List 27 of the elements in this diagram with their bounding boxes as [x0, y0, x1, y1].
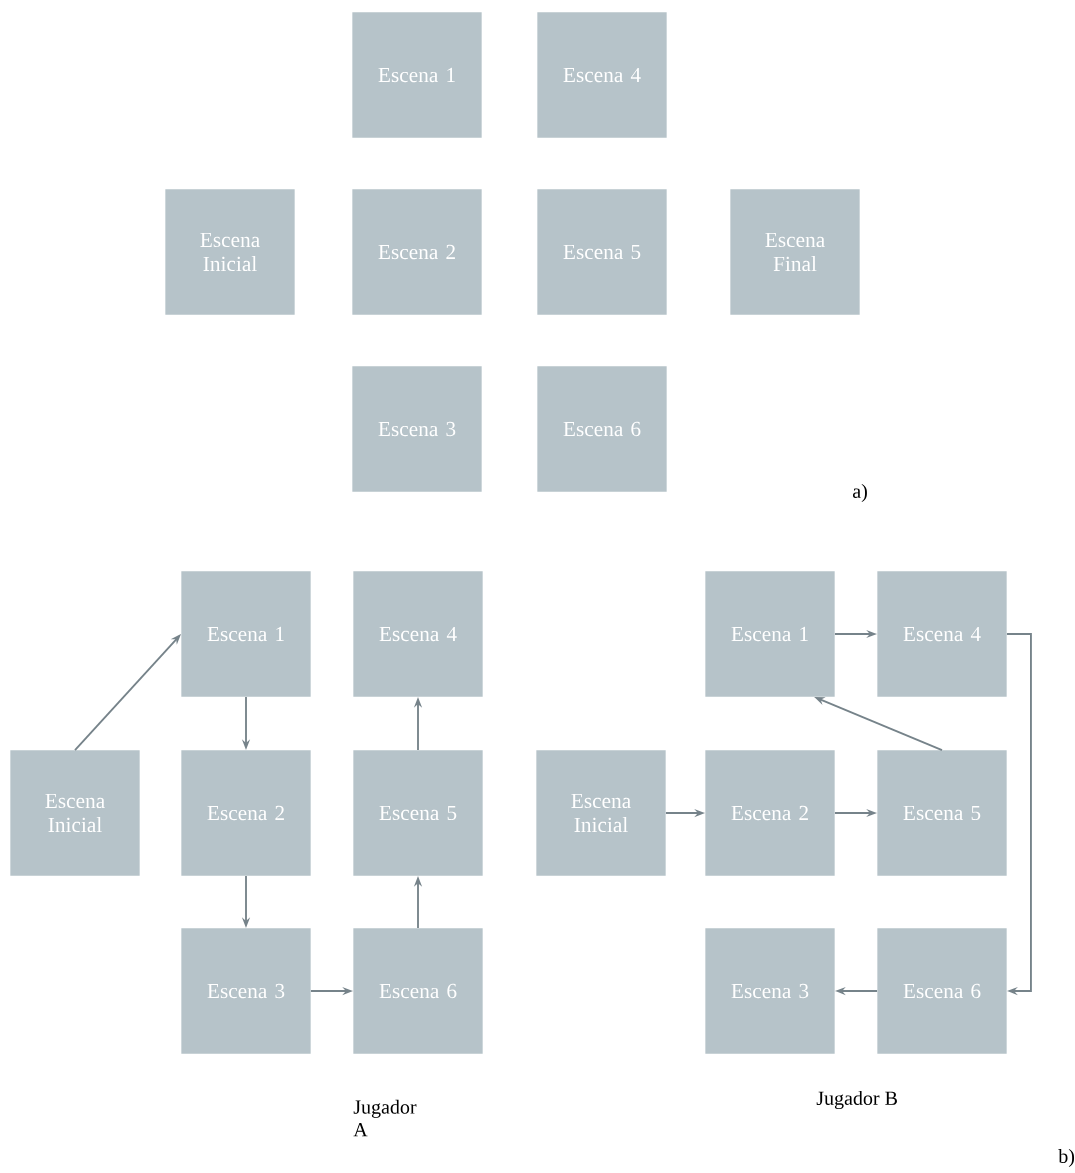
scene-box: Escena 4 [877, 571, 1007, 697]
caption-label: Jugador B [816, 1090, 897, 1110]
caption-label: a) [853, 483, 867, 503]
scene-box: Escena 3 [181, 928, 311, 1054]
scene-box: Escena Inicial [536, 750, 666, 876]
scene-box: Escena 4 [537, 12, 667, 138]
scene-box: Escena 3 [352, 366, 482, 492]
scene-box: Escena Inicial [165, 189, 295, 315]
scene-box: Escena 2 [352, 189, 482, 315]
scene-box: Escena 5 [537, 189, 667, 315]
scene-box: Escena 3 [705, 928, 835, 1054]
scene-box: Escena 6 [353, 928, 483, 1054]
arrow [1006, 633, 1032, 996]
scene-box: Escena 5 [877, 750, 1007, 876]
caption-label: Jugador A [353, 1099, 417, 1137]
scene-box: Escena 6 [537, 366, 667, 492]
scene-box: Escena 6 [877, 928, 1007, 1054]
scene-box: Escena 2 [705, 750, 835, 876]
scene-box: Escena Inicial [10, 750, 140, 876]
scene-box: Escena 1 [181, 571, 311, 697]
scene-box: Escena 2 [181, 750, 311, 876]
scene-box: Escena 1 [705, 571, 835, 697]
scene-box: Escena 5 [353, 750, 483, 876]
scene-box: Escena 4 [353, 571, 483, 697]
scene-box: Escena Final [730, 189, 860, 315]
scene-box: Escena 1 [352, 12, 482, 138]
caption-label: b) [1058, 1148, 1075, 1168]
